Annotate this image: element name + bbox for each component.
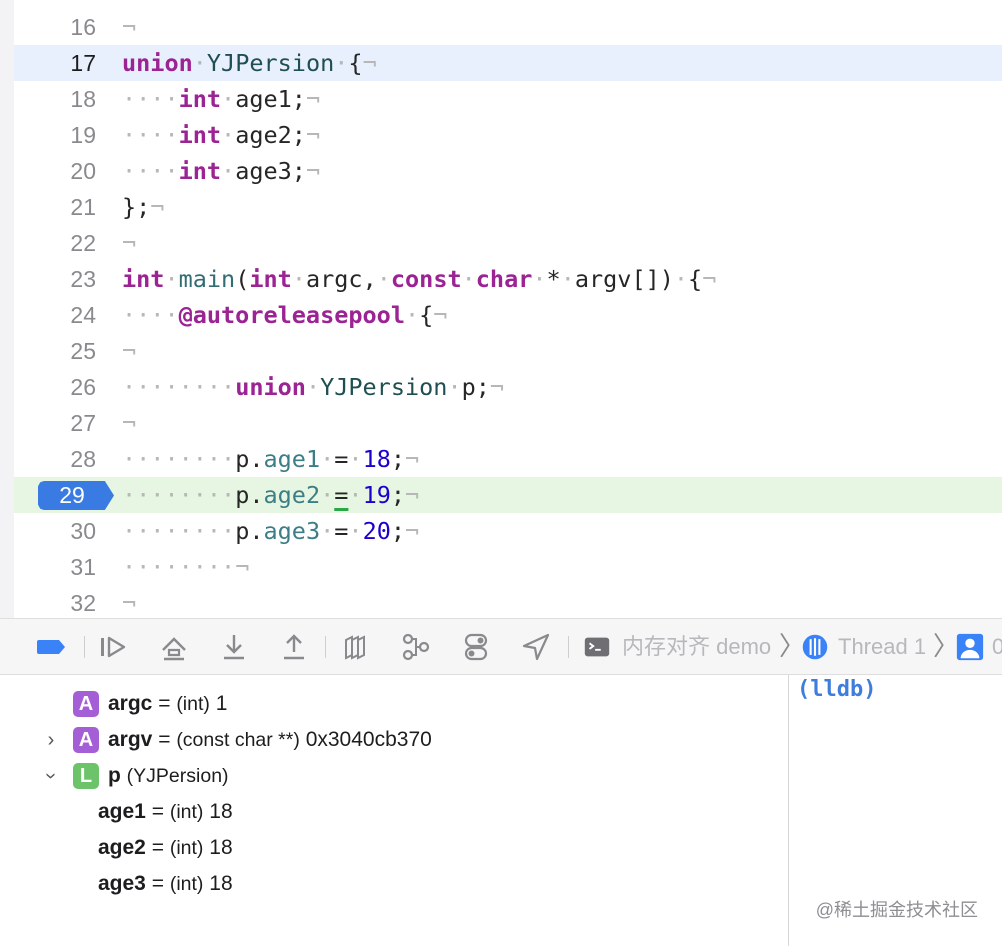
code-text[interactable]: ····int·age3;¬ (122, 157, 321, 185)
line-number[interactable]: 26 (70, 374, 96, 400)
variable-row-age3[interactable]: age3 = (int) 18 (0, 866, 788, 902)
code-line-16[interactable]: 16 ¬ (14, 9, 1002, 45)
line-number[interactable]: 19 (70, 122, 96, 148)
variable-text: argc = (int) 1 (108, 692, 228, 715)
code-line-32[interactable]: 32 ¬ (14, 585, 1002, 618)
code-line-21[interactable]: 21 };¬ (14, 189, 1002, 225)
line-number[interactable]: 31 (70, 554, 96, 580)
code-line-17[interactable]: 17 union·YJPersion·{¬ (14, 45, 1002, 81)
code-line-29[interactable]: 29 ········p.age2·=·19;¬ (14, 477, 1002, 513)
line-number[interactable]: 23 (70, 266, 96, 292)
watermark-text: @稀土掘金技术社区 (815, 900, 978, 920)
code-text[interactable]: ········union·YJPersion·p;¬ (122, 373, 505, 401)
debug-toolbar: 内存对齐 demo 〉 Thread 1 〉 0 (0, 618, 1002, 675)
line-number[interactable]: 20 (70, 158, 96, 184)
line-number[interactable]: 32 (70, 590, 96, 616)
code-line-28[interactable]: 28 ········p.age1·=·18;¬ (14, 441, 1002, 477)
process-crumb[interactable]: 内存对齐 demo (622, 634, 772, 659)
variable-row-age1[interactable]: age1 = (int) 18 (0, 794, 788, 830)
thread-crumb[interactable]: Thread 1 (838, 634, 927, 659)
step-out-icon[interactable] (278, 631, 310, 663)
argument-badge: A (73, 727, 99, 753)
line-number[interactable]: 17 (70, 50, 96, 76)
code-text[interactable]: ········p.age1·=·18;¬ (122, 445, 420, 473)
terminal-icon (584, 637, 610, 657)
code-text[interactable]: ¬ (122, 409, 137, 437)
line-number[interactable]: 16 (70, 14, 96, 40)
disclosure-expanded-icon[interactable]: › (40, 772, 62, 780)
line-number[interactable]: 21 (70, 194, 96, 220)
code-text[interactable]: ····@autoreleasepool·{¬ (122, 301, 448, 329)
person-icon (956, 633, 984, 661)
step-over-icon[interactable] (158, 631, 190, 663)
breakpoints-toggle-icon[interactable] (36, 631, 68, 663)
frame-crumb-clipped[interactable]: 0 (992, 619, 1002, 674)
thread-icon (802, 634, 828, 660)
view-hierarchy-icon[interactable] (340, 631, 372, 663)
memory-graph-icon[interactable] (400, 631, 432, 663)
source-editor[interactable]: 16 ¬ 17 union·YJPersion·{¬ 18 ····int·ag… (0, 0, 1002, 618)
line-number[interactable]: 18 (70, 86, 96, 112)
chevron-right-icon: 〉 (933, 631, 960, 661)
code-text[interactable]: ········¬ (122, 553, 250, 581)
code-text[interactable]: };¬ (122, 193, 165, 221)
toolbar-separator (84, 636, 85, 658)
line-number[interactable]: 30 (70, 518, 96, 544)
code-text[interactable]: ····int·age2;¬ (122, 121, 321, 149)
code-line-23[interactable]: 23 int·main(int·argc,·const·char·*·argv[… (14, 261, 1002, 297)
code-text[interactable]: ····int·age1;¬ (122, 85, 321, 113)
breakpoint-line-number: 29 (59, 482, 85, 508)
code-text[interactable]: ········p.age3·=·20;¬ (122, 517, 420, 545)
code-line-30[interactable]: 30 ········p.age3·=·20;¬ (14, 513, 1002, 549)
code-line-18[interactable]: 18 ····int·age1;¬ (14, 81, 1002, 117)
variable-row-p[interactable]: › L p (YJPersion) (0, 758, 788, 794)
code-line-20[interactable]: 20 ····int·age3;¬ (14, 153, 1002, 189)
argument-badge: A (73, 691, 99, 717)
code-line-24[interactable]: 24 ····@autoreleasepool·{¬ (14, 297, 1002, 333)
code-line-25[interactable]: 25 ¬ (14, 333, 1002, 369)
code-line-22[interactable]: 22 ¬ (14, 225, 1002, 261)
variable-text: age2 = (int) 18 (98, 836, 233, 859)
line-number[interactable]: 24 (70, 302, 96, 328)
code-text[interactable]: ········p.age2·=·19;¬ (122, 481, 420, 509)
variable-text: argv = (const char **) 0x3040cb370 (108, 728, 432, 751)
editor-gutter-edge (0, 0, 14, 618)
location-icon[interactable] (520, 631, 552, 663)
variable-text: age3 = (int) 18 (98, 872, 233, 895)
environment-icon[interactable] (460, 631, 492, 663)
code-line-26[interactable]: 26 ········union·YJPersion·p;¬ (14, 369, 1002, 405)
variable-row-age2[interactable]: age2 = (int) 18 (0, 830, 788, 866)
code-text[interactable]: ¬ (122, 13, 137, 41)
code-text[interactable]: int·main(int·argc,·const·char·*·argv[])·… (122, 265, 717, 293)
variable-row-argv[interactable]: › A argv = (const char **) 0x3040cb370 (0, 722, 788, 758)
variables-view: A argc = (int) 1 › A argv = (const char … (0, 675, 788, 946)
disclosure-collapsed-icon[interactable]: › (47, 729, 55, 751)
lldb-console[interactable]: (lldb) @稀土掘金技术社区 (788, 675, 1002, 946)
line-number[interactable]: 25 (70, 338, 96, 364)
variable-row-argc[interactable]: A argc = (int) 1 (0, 686, 788, 722)
line-number[interactable]: 28 (70, 446, 96, 472)
code-text[interactable]: union·YJPersion·{¬ (122, 49, 377, 77)
breakpoint-marker[interactable]: 29 (38, 481, 114, 510)
code-line-27[interactable]: 27 ¬ (14, 405, 1002, 441)
line-number[interactable]: 27 (70, 410, 96, 436)
toolbar-separator (325, 636, 326, 658)
variable-text: p (YJPersion) (108, 764, 229, 787)
code-line-19[interactable]: 19 ····int·age2;¬ (14, 117, 1002, 153)
chevron-right-icon: 〉 (779, 631, 806, 661)
line-number[interactable]: 22 (70, 230, 96, 256)
variable-text: age1 = (int) 18 (98, 800, 233, 823)
local-badge: L (73, 763, 99, 789)
continue-icon[interactable] (97, 631, 129, 663)
code-text[interactable]: ¬ (122, 589, 137, 617)
toolbar-separator (568, 636, 569, 658)
code-text[interactable]: ¬ (122, 337, 137, 365)
code-line-31[interactable]: 31 ········¬ (14, 549, 1002, 585)
step-into-icon[interactable] (218, 631, 250, 663)
code-text[interactable]: ¬ (122, 229, 137, 257)
console-prompt: (lldb) (797, 677, 877, 702)
